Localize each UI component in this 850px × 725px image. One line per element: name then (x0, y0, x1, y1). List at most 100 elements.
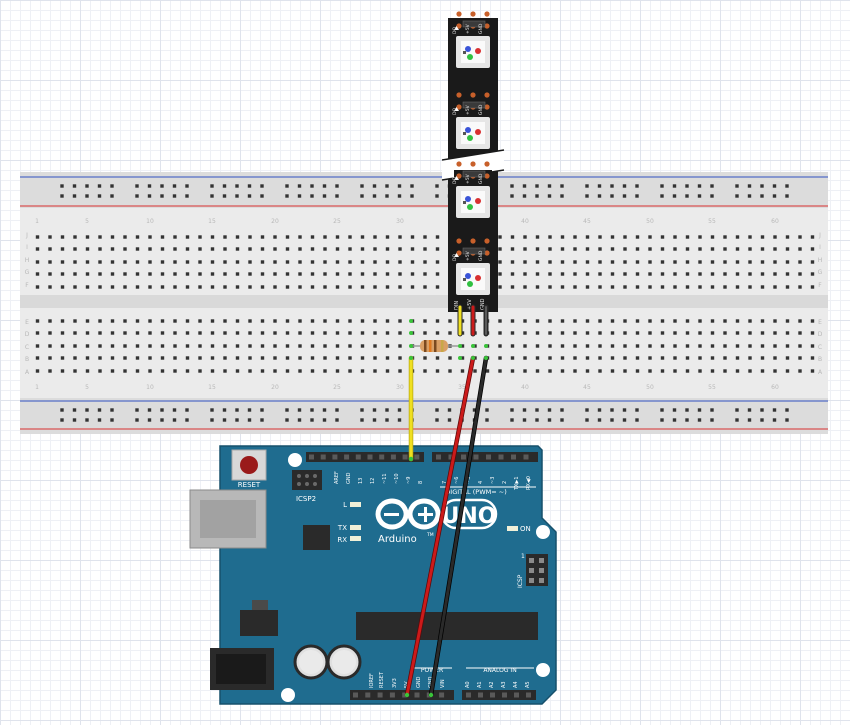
hole (373, 247, 377, 251)
hole (373, 356, 377, 360)
hole (723, 331, 727, 335)
rail-hole (510, 194, 514, 198)
hole (723, 285, 727, 289)
row-letters-right: J I H G F E D C B A (818, 232, 823, 376)
rail-hole (622, 194, 627, 198)
hole (635, 344, 640, 348)
hole (273, 331, 277, 335)
rail-hole (60, 408, 64, 412)
header-pin (436, 454, 441, 460)
atmega-chip (356, 612, 538, 640)
hole (735, 247, 740, 251)
hole (498, 235, 502, 239)
resistor-band (441, 340, 444, 352)
pin (539, 558, 544, 563)
arduino-uno-board[interactable]: RESET ICSP2 AREF GND 13 12 ~11 (189, 445, 557, 705)
rail-hole (635, 194, 639, 198)
hole (610, 260, 615, 264)
pin-label: TX▶1 (514, 476, 520, 491)
rail-hole (785, 194, 789, 198)
hole (160, 356, 165, 360)
solder-pad (470, 92, 476, 98)
hole (810, 247, 815, 251)
rail-hole (372, 418, 377, 422)
hole (423, 356, 427, 360)
hole (423, 331, 427, 335)
hole (735, 356, 740, 360)
hole (123, 235, 127, 239)
hole (185, 331, 190, 335)
hole (748, 344, 752, 348)
rail-hole (335, 194, 339, 198)
col-num: 20 (271, 218, 279, 225)
rail-hole (447, 408, 452, 412)
ground-wire[interactable] (429, 356, 488, 697)
pin-label: 4 (478, 481, 484, 484)
center-channel (20, 295, 828, 308)
hole (198, 331, 202, 335)
hole (798, 285, 802, 289)
hole (773, 285, 777, 289)
hole (285, 344, 290, 348)
hole (723, 369, 727, 373)
pin-label: AREF (334, 471, 340, 484)
arrow-up-icon (454, 176, 459, 180)
hole (385, 344, 390, 348)
hole (535, 319, 540, 323)
rail-hole (222, 194, 227, 198)
rail-hole (747, 408, 752, 412)
hole (773, 235, 777, 239)
resistor-band (429, 340, 432, 352)
hole (523, 356, 527, 360)
rail-hole (735, 184, 739, 188)
pin-label: ~10 (394, 473, 400, 484)
hole (260, 331, 265, 335)
hole (248, 235, 252, 239)
hole (560, 319, 565, 323)
solder-pad (470, 238, 476, 244)
hole (723, 235, 727, 239)
header-pin (486, 454, 491, 460)
hole (310, 260, 315, 264)
hole (623, 319, 627, 323)
hole (85, 331, 90, 335)
green-die (467, 54, 473, 60)
reset-button-cap[interactable] (240, 456, 258, 474)
rail-hole (510, 408, 514, 412)
header-pin (511, 454, 516, 460)
rail-hole (60, 194, 64, 198)
hole (760, 344, 765, 348)
rail-hole (260, 184, 264, 188)
rail-hole (560, 418, 564, 422)
rail-hole (397, 184, 402, 188)
rail-hole (547, 418, 552, 422)
hole (60, 260, 65, 264)
rail-hole (335, 408, 339, 412)
power-wire[interactable] (405, 356, 475, 697)
hole (48, 356, 52, 360)
hole (398, 285, 402, 289)
rail-hole (372, 408, 377, 412)
solder-pad (456, 23, 462, 29)
reset-button[interactable] (231, 449, 267, 481)
hole (160, 235, 165, 239)
row-letter: A (25, 369, 30, 376)
hole (110, 247, 115, 251)
hole (123, 285, 127, 289)
hole (98, 285, 102, 289)
hole (185, 272, 190, 276)
pin-label: 8 (418, 481, 424, 484)
hole (423, 235, 427, 239)
rail-hole (222, 184, 227, 188)
resistor[interactable] (412, 340, 458, 352)
hole (148, 356, 152, 360)
rail-hole (560, 184, 564, 188)
hole (573, 260, 577, 264)
hole (260, 356, 265, 360)
solder-pad (484, 23, 490, 29)
hole (385, 369, 390, 373)
solder-pad (484, 92, 490, 98)
hole (585, 344, 590, 348)
rail-hole (435, 408, 439, 412)
